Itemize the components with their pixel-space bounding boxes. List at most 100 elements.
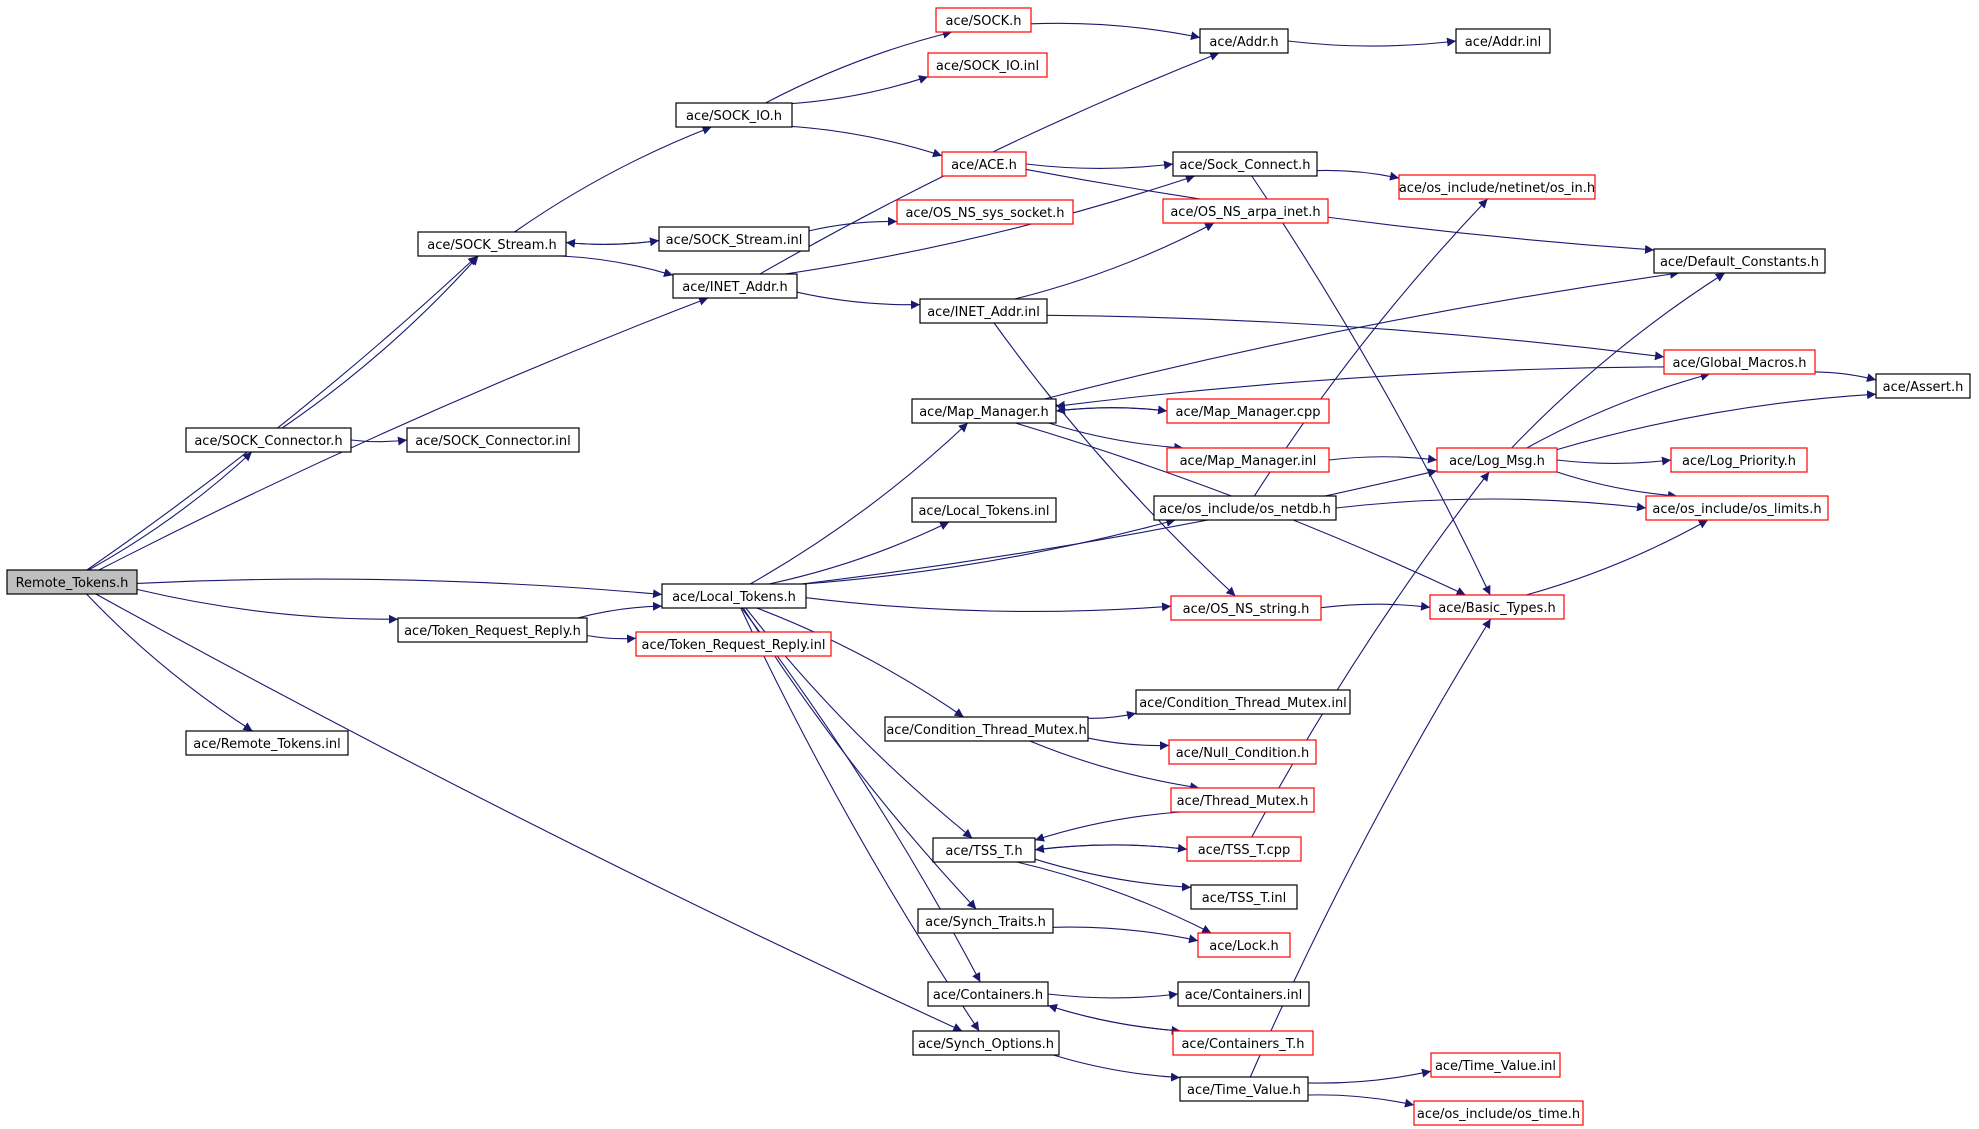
node-box — [896, 199, 1074, 225]
edge-containers-t-h-to-containers-h — [1047, 1003, 1181, 1032]
node-os-time-h[interactable]: ace/os_include/os_time.h — [1413, 1100, 1584, 1126]
node-os-ns-sys-socket-h[interactable]: ace/OS_NS_sys_socket.h — [896, 199, 1074, 225]
node-label: ace/TSS_T.inl — [1202, 891, 1286, 906]
node-log-priority-h[interactable]: ace/Log_Priority.h — [1670, 447, 1808, 473]
node-remote-tokens-h[interactable]: Remote_Tokens.h — [6, 569, 138, 595]
node-local-tokens-h[interactable]: ace/Local_Tokens.h — [661, 583, 807, 609]
node-addr-h[interactable]: ace/Addr.h — [1199, 28, 1289, 54]
edge-line — [1556, 390, 1877, 451]
node-label: ace/os_include/netinet/os_in.h — [1399, 181, 1595, 196]
node-tss-t-inl[interactable]: ace/TSS_T.inl — [1190, 884, 1298, 910]
node-label: ace/Token_Request_Reply.h — [404, 624, 581, 639]
node-sock-h[interactable]: ace/SOCK.h — [935, 7, 1032, 33]
node-time-value-h[interactable]: ace/Time_Value.h — [1179, 1076, 1309, 1102]
node-box — [1663, 349, 1816, 375]
node-null-condition-h[interactable]: ace/Null_Condition.h — [1168, 739, 1317, 765]
node-os-in-h[interactable]: ace/os_include/netinet/os_in.h — [1398, 174, 1596, 200]
edge-line — [514, 126, 712, 233]
node-tss-t-h[interactable]: ace/TSS_T.h — [932, 837, 1036, 863]
edge-map-manager-cpp-to-map-manager-h — [1055, 405, 1168, 415]
edge-remote-tokens-h-to-inet-addr-h — [98, 297, 709, 571]
node-label: ace/Thread_Mutex.h — [1177, 794, 1309, 809]
edge-line — [1034, 844, 1188, 854]
edge-line — [136, 588, 399, 624]
edge-line — [1055, 366, 1665, 410]
node-box — [884, 716, 1089, 742]
node-remote-tokens-inl[interactable]: ace/Remote_Tokens.inl — [185, 730, 349, 756]
edge-line — [1034, 811, 1181, 842]
node-lock-h[interactable]: ace/Lock.h — [1197, 932, 1291, 958]
node-sock-connector-inl[interactable]: ace/SOCK_Connector.inl — [406, 427, 580, 453]
node-box — [1153, 495, 1337, 521]
node-addr-inl[interactable]: ace/Addr.inl — [1455, 28, 1551, 54]
node-inet-addr-h[interactable]: ace/INET_Addr.h — [672, 273, 798, 299]
node-sock-connector-h[interactable]: ace/SOCK_Connector.h — [185, 427, 352, 453]
node-box — [1436, 447, 1558, 473]
node-label: ace/Token_Request_Reply.inl — [641, 638, 825, 653]
node-tss-t-cpp[interactable]: ace/TSS_T.cpp — [1186, 836, 1302, 862]
node-assert-h[interactable]: ace/Assert.h — [1875, 373, 1971, 399]
edge-line — [98, 297, 709, 571]
node-map-manager-inl[interactable]: ace/Map_Manager.inl — [1166, 447, 1330, 473]
edge-basic-types-h-to-os-limits-h — [1525, 519, 1709, 596]
node-os-ns-arpa-inet-h[interactable]: ace/OS_NS_arpa_inet.h — [1162, 198, 1329, 224]
node-token-request-reply-h[interactable]: ace/Token_Request_Reply.h — [397, 617, 588, 643]
edge-remote-tokens-h-to-sock-stream-h — [86, 255, 478, 571]
edge-layer — [86, 22, 1877, 1108]
edge-map-manager-h-to-map-manager-inl — [1048, 422, 1184, 452]
node-condition-thread-mutex-h[interactable]: ace/Condition_Thread_Mutex.h — [884, 716, 1089, 742]
node-map-manager-cpp[interactable]: ace/Map_Manager.cpp — [1166, 398, 1330, 424]
edge-inet-addr-inl-to-global-macros-h — [1046, 314, 1665, 361]
edge-thread-mutex-h-to-tss-t-h — [1034, 811, 1181, 842]
node-label: ace/OS_NS_arpa_inet.h — [1170, 205, 1320, 220]
node-log-msg-h[interactable]: ace/Log_Msg.h — [1436, 447, 1558, 473]
node-os-limits-h[interactable]: ace/os_include/os_limits.h — [1645, 495, 1829, 521]
node-label: ace/TSS_T.h — [945, 844, 1022, 859]
node-sock-io-h[interactable]: ace/SOCK_IO.h — [675, 102, 793, 128]
node-label: ace/Assert.h — [1883, 380, 1964, 395]
node-map-manager-h[interactable]: ace/Map_Manager.h — [911, 398, 1057, 424]
node-local-tokens-inl[interactable]: ace/Local_Tokens.inl — [911, 497, 1057, 523]
edge-line — [1511, 272, 1726, 449]
node-label: ace/SOCK_Connector.h — [194, 434, 342, 449]
node-label: Remote_Tokens.h — [16, 576, 129, 591]
node-global-macros-h[interactable]: ace/Global_Macros.h — [1663, 349, 1816, 375]
node-ace-h[interactable]: ace/ACE.h — [941, 151, 1027, 177]
node-synch-traits-h[interactable]: ace/Synch_Traits.h — [917, 908, 1054, 934]
node-basic-types-h[interactable]: ace/Basic_Types.h — [1429, 594, 1565, 620]
edge-line — [765, 29, 953, 104]
node-os-ns-string-h[interactable]: ace/OS_NS_string.h — [1170, 595, 1322, 621]
edge-remote-tokens-h-to-remote-tokens-inl — [86, 593, 253, 732]
edge-local-tokens-h-to-local-tokens-inl — [768, 521, 950, 585]
node-label: ace/Null_Condition.h — [1176, 746, 1310, 761]
node-label: ace/Addr.h — [1209, 35, 1278, 50]
edge-sock-stream-h-to-inet-addr-h — [561, 255, 674, 278]
node-os-netdb-h[interactable]: ace/os_include/os_netdb.h — [1153, 495, 1337, 521]
node-sock-stream-h[interactable]: ace/SOCK_Stream.h — [417, 231, 567, 257]
node-synch-options-h[interactable]: ace/Synch_Options.h — [912, 1030, 1060, 1056]
edge-local-tokens-h-to-map-manager-h — [749, 422, 969, 585]
edge-line — [86, 255, 478, 571]
edge-token-request-reply-h-to-local-tokens-h — [577, 601, 663, 619]
node-condition-thread-mutex-inl[interactable]: ace/Condition_Thread_Mutex.inl — [1135, 689, 1351, 715]
node-containers-t-h[interactable]: ace/Containers_T.h — [1172, 1030, 1314, 1056]
edge-line — [791, 75, 929, 105]
node-time-value-inl[interactable]: ace/Time_Value.inl — [1430, 1052, 1561, 1078]
node-token-request-reply-inl[interactable]: ace/Token_Request_Reply.inl — [635, 631, 832, 657]
node-sock-io-inl[interactable]: ace/SOCK_IO.inl — [927, 52, 1048, 78]
edge-line — [86, 593, 253, 732]
node-box — [1168, 739, 1317, 765]
node-default-constants-h[interactable]: ace/Default_Constants.h — [1653, 248, 1826, 274]
node-containers-h[interactable]: ace/Containers.h — [927, 981, 1049, 1007]
node-box — [417, 231, 567, 257]
node-containers-inl[interactable]: ace/Containers.inl — [1177, 981, 1310, 1007]
node-sock-connect-h[interactable]: ace/Sock_Connect.h — [1172, 151, 1318, 177]
node-thread-mutex-h[interactable]: ace/Thread_Mutex.h — [1170, 787, 1315, 813]
node-box — [1199, 28, 1289, 54]
edge-line — [808, 216, 898, 232]
node-inet-addr-inl[interactable]: ace/INET_Addr.inl — [919, 298, 1048, 324]
node-sock-stream-inl[interactable]: ace/SOCK_Stream.inl — [658, 226, 810, 252]
edge-sock-io-h-to-ace-h — [791, 125, 943, 158]
node-label: ace/Map_Manager.h — [919, 405, 1049, 420]
